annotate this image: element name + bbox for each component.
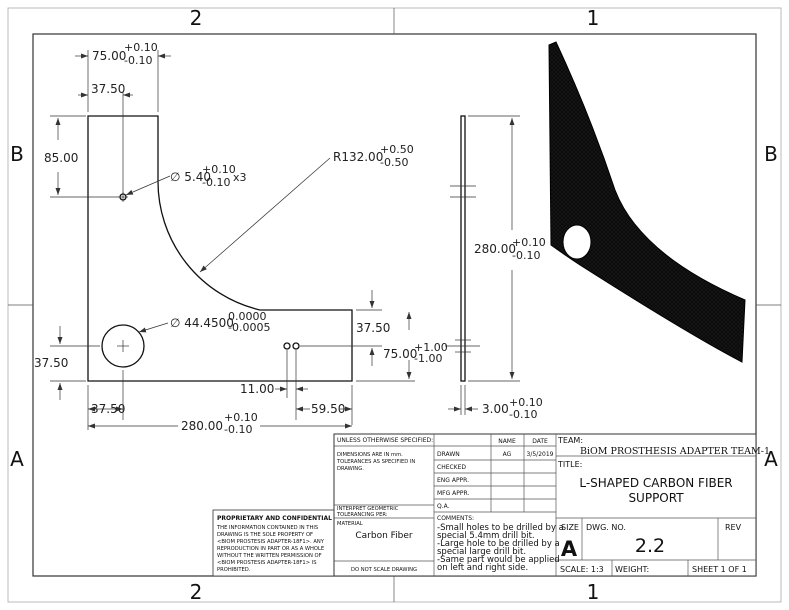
sheet: SHEET 1 OF 1	[692, 565, 747, 574]
rev-label: REV	[725, 523, 742, 532]
drawing-title: L-SHAPED CARBON FIBER	[579, 476, 732, 490]
title-label: TITLE:	[557, 460, 582, 469]
dim-tol: -0.0005	[228, 321, 270, 334]
interpret-label: INTERPRET GEOMETRIC	[337, 506, 399, 512]
dim-tol: -0.10	[512, 249, 540, 262]
dim-tol: +0.10	[202, 163, 236, 176]
dwg-label: DWG. NO.	[586, 523, 626, 532]
drawn-name: AG	[503, 451, 512, 458]
team-label: TEAM:	[557, 436, 583, 445]
unless-specified: UNLESS OTHERWISE SPECIFIED:	[337, 437, 433, 444]
dim-width-75: 75.00	[92, 49, 126, 63]
dwg-number: 2.2	[635, 535, 665, 557]
dim-small-hole: ∅ 5.40	[170, 170, 211, 184]
side-outline	[460, 115, 466, 382]
dim-top-37-50: 37.50	[91, 82, 125, 96]
dim-side-280: 280.00	[474, 242, 516, 256]
comment-line: -Same part would be applied	[437, 555, 560, 565]
dimensions-note: TOLERANCES AS SPECIFIED IN	[336, 459, 415, 465]
dim-left-85: 85.00	[44, 151, 78, 165]
dim-tol: +0.10	[224, 411, 258, 424]
side-view: 280.00 +0.10 -0.10 3.00 +0.10 -0.10	[445, 115, 546, 421]
prop-line: WITHOUT THE WRITTEN PERMISSION OF	[217, 553, 322, 559]
dim-tol: 0.0000	[228, 310, 267, 323]
comment-line: special 5.4mm drill bit.	[437, 531, 535, 541]
dim-tol: +0.50	[380, 143, 414, 156]
checked-label: CHECKED	[437, 464, 466, 471]
dimensions-note: DIMENSIONS ARE IN mm.	[337, 452, 403, 458]
dimensions-note: DRAWING.	[337, 466, 364, 472]
dim-tol: +1.00	[414, 341, 448, 354]
material-label: MATERIAL	[337, 521, 363, 527]
zone-label: A	[764, 447, 778, 471]
dim-tol: -0.10	[509, 408, 537, 421]
drawn-date: 3/5/2019	[527, 451, 554, 458]
zone-label: A	[10, 447, 24, 471]
name-header: NAME	[498, 438, 516, 445]
qa-label: Q.A.	[437, 503, 450, 510]
weight: WEIGHT:	[615, 565, 649, 574]
dim-radius: R132.00	[333, 150, 383, 164]
scale: SCALE: 1:3	[560, 565, 604, 574]
prop-line: <BIOM PROSTESIS ADAPTER-18F1> IS	[217, 560, 317, 566]
prop-line: <BIOM PROSTESIS ADAPTER-18F1>. ANY	[217, 539, 325, 545]
front-view: 75.00 +0.10 -0.10 37.50 85.00 ∅ 5.40 +0.…	[34, 41, 448, 436]
comment-line: -Small holes to be drilled by a	[437, 523, 564, 533]
comments-label: COMMENTS:	[437, 515, 474, 522]
dim-tol: -0.10	[224, 423, 252, 436]
drawing-title: SUPPORT	[628, 491, 684, 505]
dim-left-37-50: 37.50	[34, 356, 68, 370]
dim-big-hole: ∅ 44.4500	[170, 316, 234, 330]
dim-tol: +0.10	[509, 396, 543, 409]
mfg-label: MFG APPR.	[437, 490, 469, 497]
zone-label: 1	[587, 580, 600, 604]
material-value: Carbon Fiber	[355, 531, 413, 541]
zone-label: 1	[587, 6, 600, 30]
dim-qty: x3	[233, 171, 247, 184]
prop-line: THE INFORMATION CONTAINED IN THIS	[216, 525, 318, 531]
do-not-scale: DO NOT SCALE DRAWING	[351, 567, 417, 573]
dim-right-75: 75.00	[383, 347, 417, 361]
comment-line: special large drill bit.	[437, 547, 526, 557]
zone-label: 2	[190, 580, 203, 604]
prop-line: REPRODUCTION IN PART OR AS A WHOLE	[217, 546, 324, 552]
prop-title: PROPRIETARY AND CONFIDENTIAL	[217, 515, 332, 522]
dim-11: 11.00	[240, 382, 274, 396]
size-value: A	[561, 537, 578, 561]
drawn-label: DRAWN	[437, 451, 460, 458]
date-header: DATE	[532, 438, 548, 445]
title-block: PROPRIETARY AND CONFIDENTIAL THE INFORMA…	[212, 433, 770, 577]
iso-hole	[562, 224, 592, 260]
dim-right-37-50: 37.50	[356, 321, 390, 335]
dim-tol: -0.10	[202, 176, 230, 189]
zone-label: B	[764, 142, 778, 166]
small-hole	[292, 342, 300, 350]
dim-bottom-37-50: 37.50	[91, 402, 125, 416]
dim-bottom-280: 280.00	[181, 419, 223, 433]
zone-label: 2	[190, 6, 203, 30]
comment-line: on left and right side.	[437, 563, 528, 573]
small-hole	[283, 342, 291, 350]
team-value: BiOM PROSTHESIS ADAPTER TEAM-1	[580, 446, 770, 457]
prop-line: DRAWING IS THE SOLE PROPERTY OF	[217, 532, 313, 538]
dim-tol: -0.50	[380, 156, 408, 169]
part-outline	[87, 115, 353, 382]
dim-tol: -1.00	[414, 352, 442, 365]
prop-line: PROHIBITED.	[217, 567, 251, 573]
dim-thickness: 3.00	[482, 402, 509, 416]
dim-59-50: 59.50	[311, 402, 345, 416]
interpret-label: TOLERANCING PER:	[336, 512, 388, 518]
zone-label: B	[10, 142, 24, 166]
eng-label: ENG APPR.	[437, 477, 469, 484]
dim-tol: +0.10	[512, 236, 546, 249]
large-hole	[101, 324, 145, 368]
size-label: SIZE	[561, 523, 579, 532]
dim-tol: -0.10	[124, 54, 152, 67]
isometric-view	[548, 41, 746, 363]
comment-line: -Large hole to be drilled by a	[437, 539, 560, 549]
dim-tol: +0.10	[124, 41, 158, 54]
